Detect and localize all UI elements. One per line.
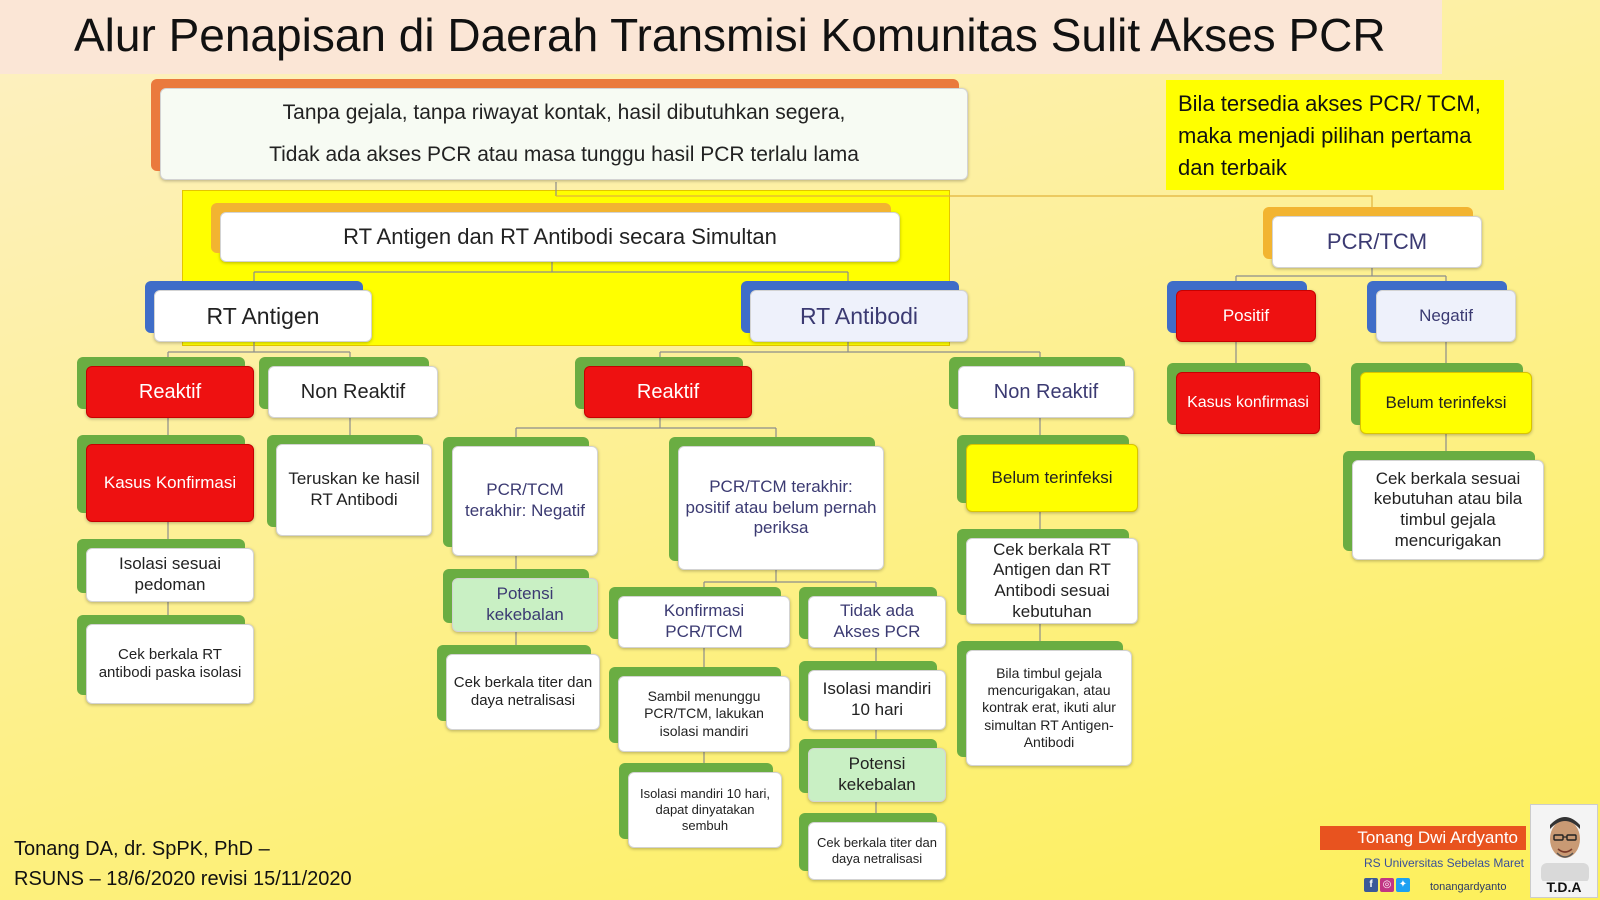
node-bila-timbul-gejala: Bila timbul gejala mencurigakan, atau ko… <box>966 650 1132 766</box>
node-belum-terinfeksi-2: Belum terinfeksi <box>1360 372 1532 434</box>
node-cek-titer-1: Cek berkala titer dan daya netralisasi <box>446 654 600 730</box>
footer-date-line: RSUNS – 18/6/2020 revisi 15/11/2020 <box>14 868 352 890</box>
page-title: Alur Penapisan di Daerah Transmisi Komun… <box>74 9 1386 61</box>
node-simultan: RT Antigen dan RT Antibodi secara Simult… <box>220 212 900 262</box>
node-potensi-kekebalan-1: Potensi kekebalan <box>452 578 598 632</box>
node-belum-terinfeksi: Belum terinfeksi <box>966 444 1138 512</box>
node-rt-antigen: RT Antigen <box>154 290 372 342</box>
node-tidak-ada-akses: Tidak ada Akses PCR <box>808 596 946 648</box>
node-sambil-menunggu: Sambil menunggu PCR/TCM, lakukan isolasi… <box>618 676 790 752</box>
node-kasus-konfirmasi: Kasus Konfirmasi <box>86 444 254 522</box>
connector <box>556 195 1373 216</box>
node-isolasi-10-sembuh: Isolasi mandiri 10 hari, dapat dinyataka… <box>628 772 782 848</box>
node-pcr-tcm: PCR/TCM <box>1272 216 1482 268</box>
node-isolasi-10: Isolasi mandiri 10 hari <box>808 670 946 730</box>
connector <box>703 570 877 596</box>
node-teruskan: Teruskan ke hasil RT Antibodi <box>276 444 432 536</box>
node-kasus-konfirmasi-2: Kasus konfirmasi <box>1176 372 1320 434</box>
node-cek-titer-2: Cek berkala titer dan daya netralisasi <box>808 822 946 880</box>
node-pcr-negatif: PCR/TCM terakhir: Negatif <box>452 446 598 556</box>
facebook-icon[interactable]: f <box>1364 878 1378 892</box>
node-cek-berkala-sesuai: Cek berkala RT Antigen dan RT Antibodi s… <box>966 538 1138 624</box>
node-konfirmasi-pcr: Konfirmasi PCR/TCM <box>618 596 790 648</box>
footer-author-line: Tonang DA, dr. SpPK, PhD – <box>14 838 270 860</box>
node-antigen-reaktif: Reaktif <box>86 366 254 418</box>
node-negatif: Negatif <box>1376 290 1516 342</box>
author-name-banner: Tonang Dwi Ardyanto <box>1320 826 1526 850</box>
author-logo-text: T.D.A <box>1546 879 1582 895</box>
node-pcr-positif: PCR/TCM terakhir: positif atau belum per… <box>678 446 884 570</box>
connector <box>167 418 351 624</box>
node-starting-condition: Tanpa gejala, tanpa riwayat kontak, hasi… <box>160 88 968 180</box>
node-antigen-non-reaktif: Non Reaktif <box>268 366 438 418</box>
social-icons: f ◎ ✦ <box>1364 878 1410 892</box>
node-cek-bila-gejala: Cek berkala sesuai kebutuhan atau bila t… <box>1352 460 1544 560</box>
author-portrait: T.D.A <box>1530 804 1598 898</box>
node-rt-antibodi: RT Antibodi <box>750 290 968 342</box>
connector <box>659 342 1041 366</box>
node-isolasi-pedoman: Isolasi sesuai pedoman <box>86 548 254 602</box>
title-band <box>0 0 1442 74</box>
twitter-icon[interactable]: ✦ <box>1396 878 1410 892</box>
starting-condition-line1: Tanpa gejala, tanpa riwayat kontak, hasi… <box>282 101 846 124</box>
connector <box>167 342 351 366</box>
node-positif: Positif <box>1176 290 1316 342</box>
author-handle: tonangardyanto <box>1430 881 1507 893</box>
portrait-avatar-icon <box>1541 817 1589 883</box>
connector <box>515 418 777 446</box>
node-antibodi-reaktif: Reaktif <box>584 366 752 418</box>
connector <box>1235 342 1447 460</box>
connector <box>1235 268 1447 292</box>
instagram-icon[interactable]: ◎ <box>1380 878 1394 892</box>
author-organization: RS Universitas Sebelas Maret <box>1363 856 1524 870</box>
node-cek-antibodi-paska: Cek berkala RT antibodi paska isolasi <box>86 624 254 704</box>
node-potensi-kekebalan-2: Potensi kekebalan <box>808 748 946 802</box>
connector <box>253 262 849 290</box>
pcr-note: Bila tersedia akses PCR/ TCM, maka menja… <box>1166 80 1504 190</box>
node-antibodi-non-reaktif: Non Reaktif <box>958 366 1134 418</box>
starting-condition-line2: Tidak ada akses PCR atau masa tunggu has… <box>269 143 859 166</box>
